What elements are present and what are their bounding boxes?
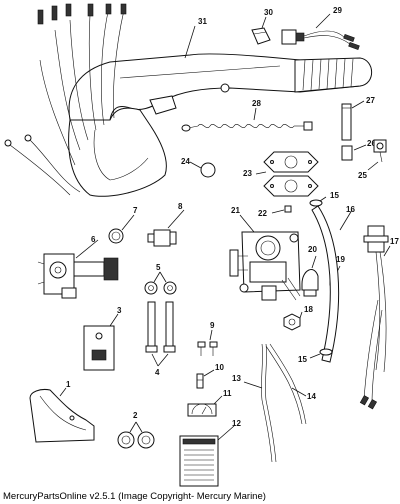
callout-22: 22	[258, 209, 267, 218]
callout-12: 12	[232, 419, 241, 428]
callout-16: 16	[346, 205, 355, 214]
callout-10: 10	[215, 363, 224, 372]
tiller-handle-part-31	[68, 53, 373, 197]
callout-29: 29	[333, 6, 342, 15]
hose-clamp-part-15-top	[309, 199, 323, 207]
nut-part-18	[283, 313, 301, 331]
callout-17: 17	[390, 237, 399, 246]
callout-27: 27	[366, 96, 375, 105]
callout-11: 11	[223, 389, 232, 398]
screw-part-22	[284, 205, 292, 213]
callout-20: 20	[308, 245, 317, 254]
callout-1: 1	[66, 380, 71, 389]
caps-part-2	[117, 431, 155, 449]
fuel-hose-part-16	[311, 205, 340, 363]
callout-14: 14	[307, 392, 316, 401]
callout-15-top: 15	[330, 191, 339, 200]
switch-plate-part-3	[83, 325, 115, 371]
socket-part-8	[147, 229, 177, 247]
washers-part-5	[144, 281, 177, 295]
plug-part-24	[200, 162, 216, 178]
callout-4: 4	[155, 368, 160, 377]
gaskets-part-23	[263, 151, 319, 197]
link-rod-part-13	[261, 343, 277, 463]
wire-connectors	[4, 3, 127, 147]
carburetor-part-21	[229, 231, 301, 301]
sleeve-part-26	[341, 145, 353, 161]
callout-19: 19	[336, 255, 345, 264]
throttle-assembly-part-6	[37, 253, 119, 299]
callout-2: 2	[133, 411, 138, 420]
lanyard-cord-part-28	[181, 121, 313, 132]
callout-23: 23	[243, 169, 252, 178]
link-rod-part-14	[265, 343, 307, 425]
callout-9: 9	[210, 321, 215, 330]
rod-part-27	[341, 103, 352, 141]
warning-label-part-12	[179, 435, 219, 487]
callout-25: 25	[358, 171, 367, 180]
wiring-leads	[9, 9, 125, 196]
o-ring-part-7	[108, 228, 124, 244]
callout-30: 30	[264, 8, 273, 17]
bolts-part-4	[145, 301, 176, 353]
callout-24: 24	[181, 157, 190, 166]
copyright-footer: MercuryPartsOnline v2.5.1 (Image Copyrig…	[3, 491, 266, 502]
stop-switch-cap-part-30	[251, 27, 271, 45]
speed-decal-part-11	[187, 403, 217, 417]
callout-6: 6	[91, 235, 96, 244]
callout-21: 21	[231, 206, 240, 215]
primer-bulb-part-20	[301, 269, 319, 297]
callout-13: 13	[232, 374, 241, 383]
callout-28: 28	[252, 99, 261, 108]
callout-15-bottom: 15	[298, 355, 307, 364]
callout-18: 18	[304, 305, 313, 314]
clip-part-25	[373, 139, 387, 163]
side-cover-part-1	[29, 389, 95, 443]
callout-3: 3	[117, 306, 122, 315]
hose-clamp-part-15-bottom	[319, 348, 333, 356]
clip-part-10	[196, 373, 204, 389]
callout-31: 31	[198, 17, 207, 26]
callout-8: 8	[178, 202, 183, 211]
callout-7: 7	[133, 206, 138, 215]
callout-26: 26	[367, 139, 376, 148]
fuel-connector-part-17	[359, 225, 389, 410]
callout-5: 5	[156, 263, 161, 272]
screws-part-9	[197, 341, 218, 356]
stop-switch-part-29	[281, 29, 360, 50]
